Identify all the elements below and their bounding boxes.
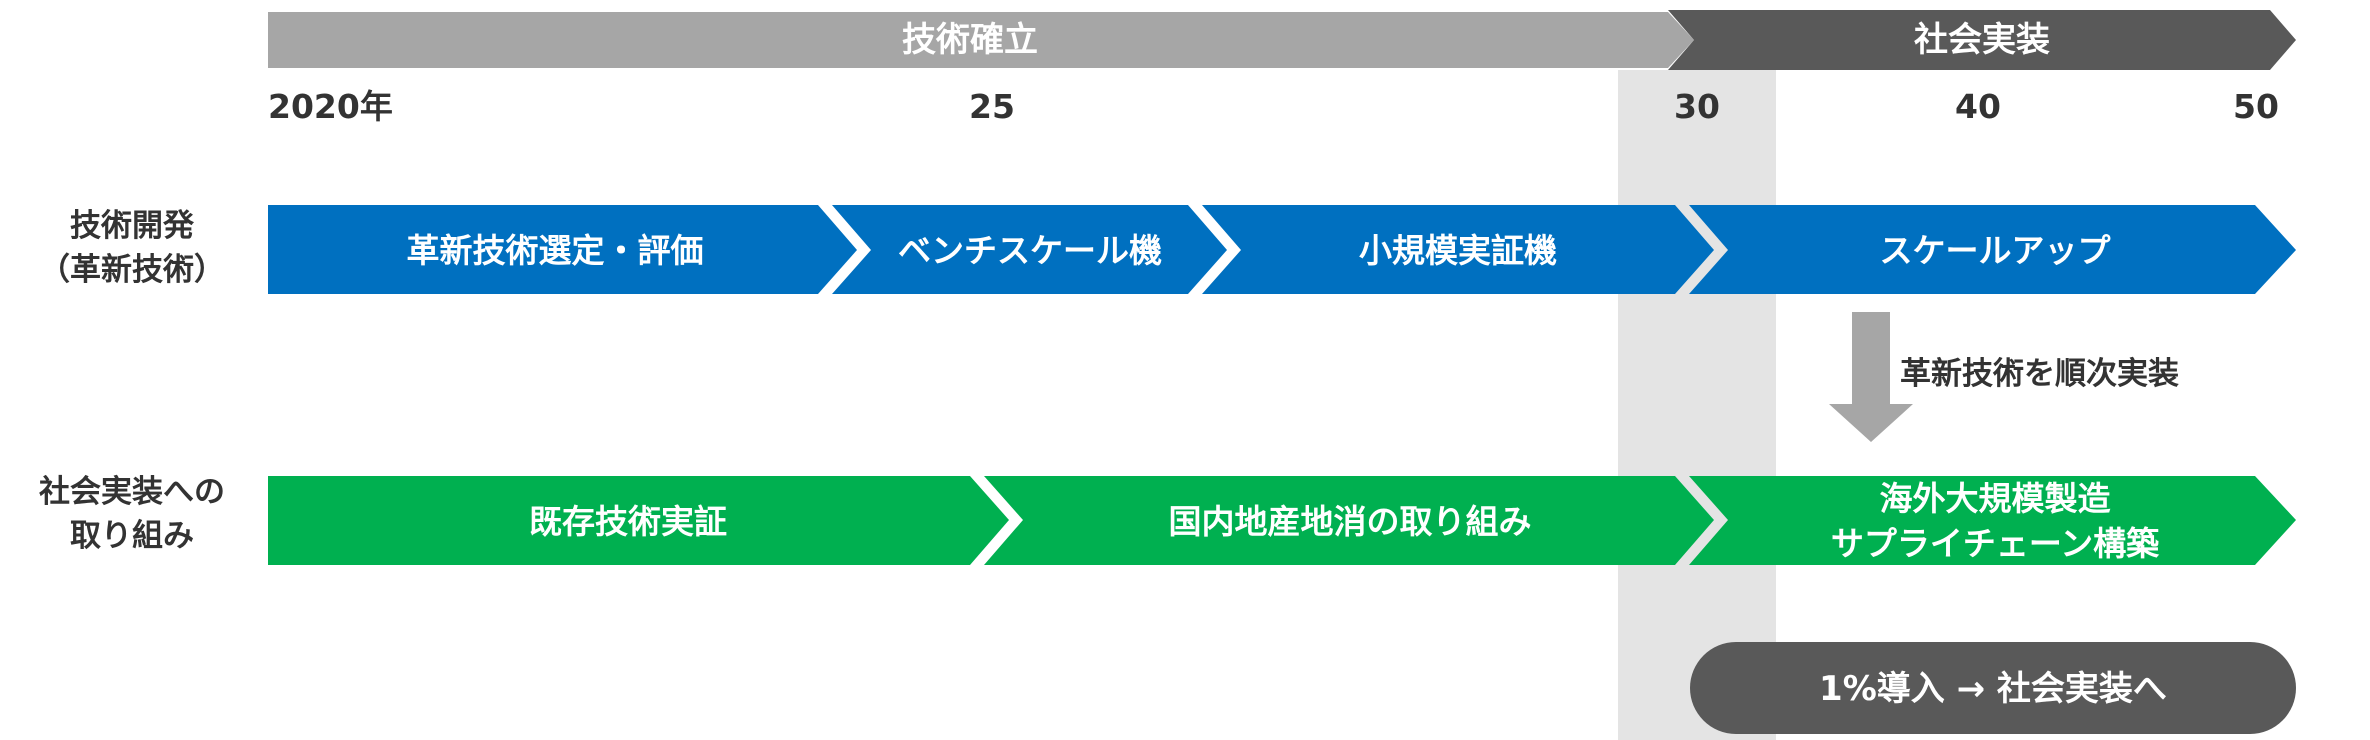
tick-50: 50 xyxy=(2233,87,2279,126)
phase-establish-arrow xyxy=(268,12,1694,68)
phase-implement-arrow xyxy=(1668,10,2296,70)
year-2030-highlight-band xyxy=(1618,70,1776,740)
tick-40: 40 xyxy=(1955,87,2001,126)
tech-step-arrow xyxy=(268,205,857,294)
tech-step-label: ベンチスケール機 xyxy=(898,231,1162,270)
tick-25: 25 xyxy=(969,87,1015,126)
phase-implement-label: 社会実装 xyxy=(1914,20,2050,60)
social-step-label: 既存技術実証 xyxy=(529,502,727,541)
goal-badge xyxy=(1690,642,2296,734)
transfer-note: 革新技術を順次実装 xyxy=(1900,356,2179,392)
tech-step-label: 革新技術選定・評価 xyxy=(407,231,704,270)
tech-step-arrow xyxy=(1202,205,1714,294)
social-step-label-line2: サプライチェーン構築 xyxy=(1831,524,2160,563)
row-label-social-line1: 社会実装への xyxy=(39,474,225,510)
tick-2020: 2020年 xyxy=(268,87,393,126)
tech-step-label: 小規模実証機 xyxy=(1359,231,1557,270)
row-label-tech-line2: （革新技術） xyxy=(39,252,225,288)
down-arrow xyxy=(1829,312,1913,442)
goal-badge-label: 1%導入 → 社会実装へ xyxy=(1819,669,2167,709)
phase-establish-label: 技術確立 xyxy=(902,20,1038,60)
social-step-arrow xyxy=(1689,476,2296,565)
social-step-arrow xyxy=(268,476,1009,565)
tech-step-arrow xyxy=(832,205,1227,294)
tick-30: 30 xyxy=(1674,87,1720,126)
social-step-arrow xyxy=(984,476,1714,565)
tech-step-arrow xyxy=(1689,205,2296,294)
social-step-label-line1: 海外大規模製造 xyxy=(1880,479,2111,518)
tech-step-label: スケールアップ xyxy=(1880,231,2112,270)
row-label-tech-line1: 技術開発 xyxy=(70,208,195,244)
social-step-label: 国内地産地消の取り組み xyxy=(1169,502,1532,541)
row-label-social-line2: 取り組み xyxy=(70,518,194,554)
